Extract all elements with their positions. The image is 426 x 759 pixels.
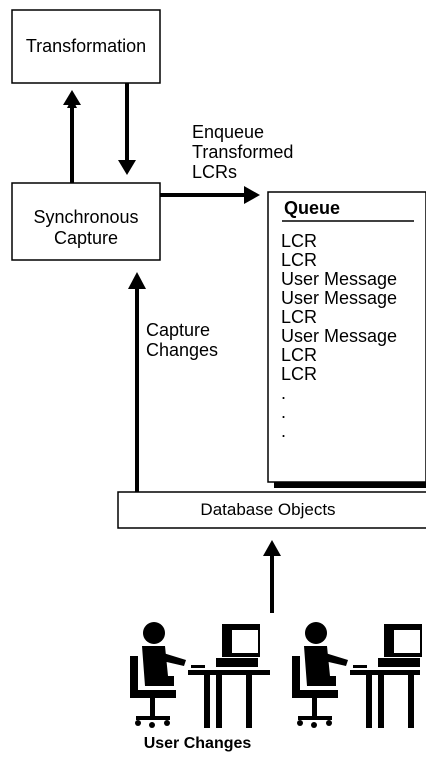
database-objects-label: Database Objects — [200, 500, 336, 519]
enqueue-label-line2: Transformed — [192, 142, 294, 162]
queue-item: LCR — [281, 250, 318, 270]
queue-item: LCR — [281, 364, 318, 384]
queue-item: User Message — [281, 269, 398, 289]
user-at-computer-icon — [130, 622, 270, 728]
transformation-box — [11, 9, 161, 84]
queue-item: LCR — [281, 307, 318, 327]
queue-item: LCR — [281, 345, 318, 365]
capture-changes-line2: Changes — [146, 340, 219, 360]
capture-label-line1: Synchronous — [33, 207, 139, 227]
enqueue-transformed-label: Enqueue Transformed LCRs — [192, 122, 293, 182]
queue-item: . — [281, 402, 287, 422]
queue-panel — [267, 191, 426, 483]
capture-label-line2: Capture — [53, 228, 119, 248]
transformation-label: Transformation — [25, 36, 147, 56]
arrowhead-right-queue — [244, 186, 260, 204]
arrowhead-up-database — [263, 540, 281, 556]
synchronous-capture-label: Synchronous Capture — [12, 207, 160, 249]
arrowhead-down-capture — [118, 160, 136, 175]
queue-item: User Message — [281, 288, 398, 308]
queue-message-list: LCR LCR User Message User Message LCR Us… — [281, 232, 397, 441]
synchronous-capture-box — [11, 182, 161, 261]
arrowhead-up-transformation — [63, 90, 81, 105]
queue-item: . — [281, 383, 287, 403]
database-objects-bar — [117, 491, 426, 529]
arrowhead-up-capture — [128, 272, 146, 289]
queue-item: LCR — [281, 231, 318, 251]
enqueue-label-line1: Enqueue — [192, 122, 265, 142]
queue-title: Queue — [284, 198, 341, 218]
user-changes-label: User Changes — [143, 735, 252, 752]
queue-item: . — [281, 421, 287, 441]
user-at-computer-icon — [292, 622, 422, 728]
enqueue-label-line3: LCRs — [192, 162, 238, 182]
capture-changes-line1: Capture — [146, 320, 211, 340]
capture-changes-label: Capture Changes — [146, 320, 218, 360]
queue-item: User Message — [281, 326, 398, 346]
